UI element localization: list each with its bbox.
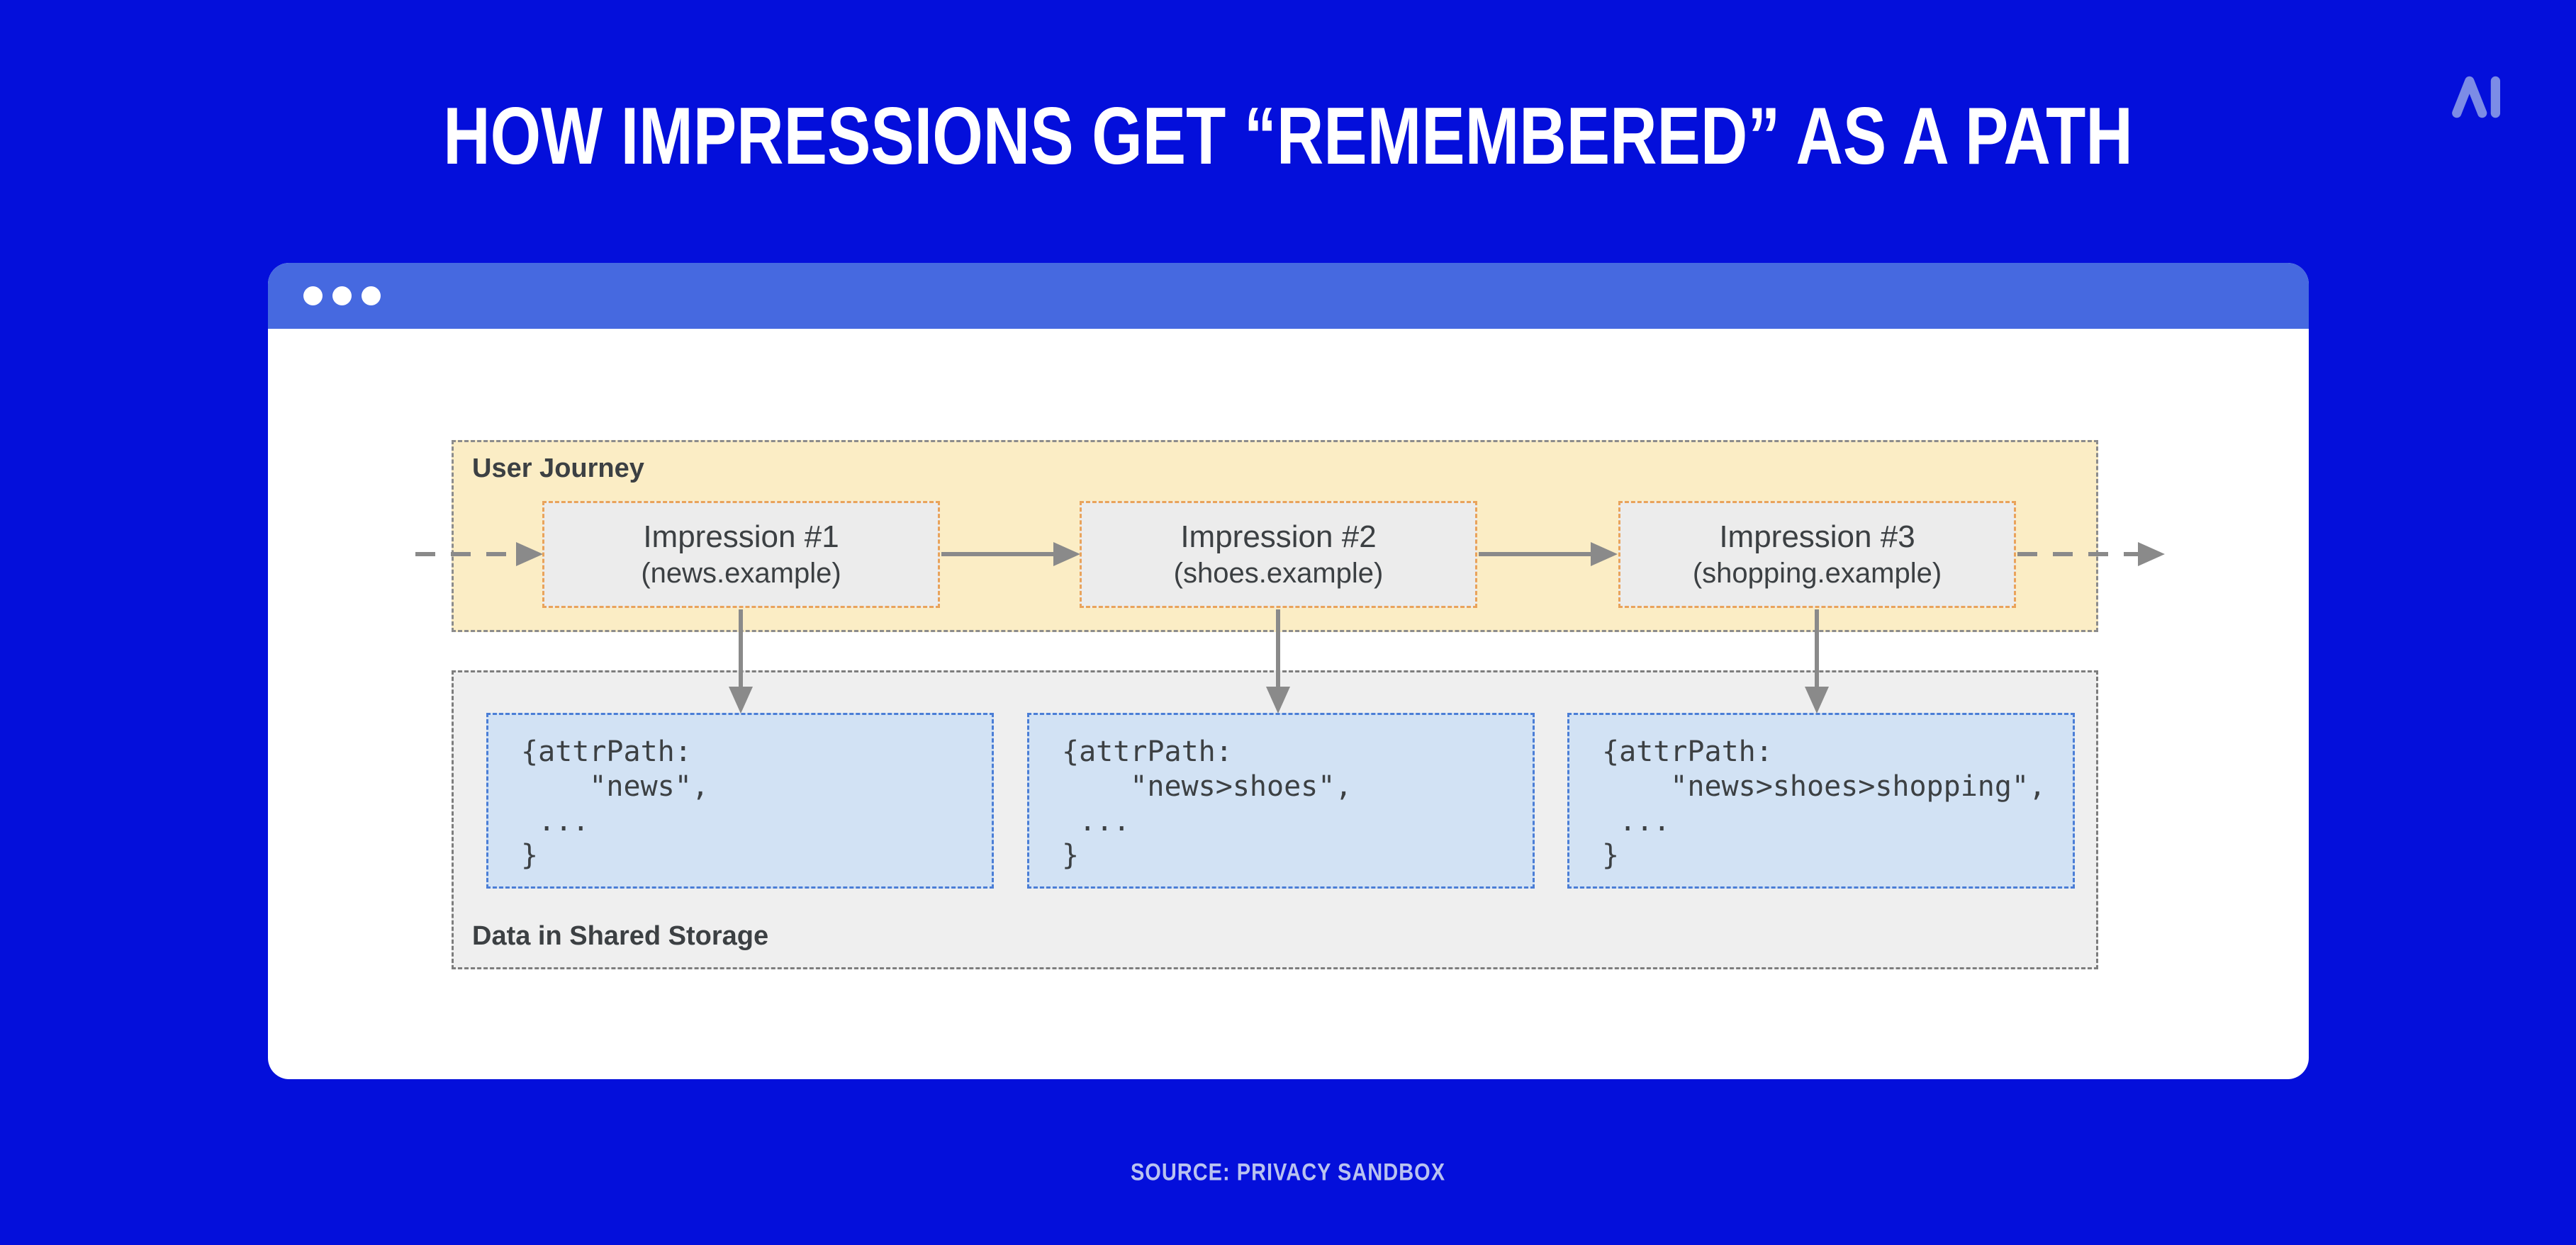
user-journey-label: User Journey xyxy=(472,454,644,483)
browser-titlebar xyxy=(268,263,2309,329)
impression-subtitle: (shoes.example) xyxy=(1173,557,1384,589)
storage-entry-code: {attrPath: "news>shoes", ... } xyxy=(1062,736,1353,872)
shared-storage-label: Data in Shared Storage xyxy=(472,921,769,951)
page-title: HOW IMPRESSIONS GET “REMEMBERED” AS A PA… xyxy=(443,91,2133,181)
footer-row: SOURCE: PRIVACY SANDBOX xyxy=(0,1159,2576,1186)
impression-card-3: Impression #3 (shopping.example) xyxy=(1618,501,2016,608)
storage-entry-card-1: {attrPath: "news", ... } xyxy=(486,713,994,889)
storage-entry-code: {attrPath: "news", ... } xyxy=(521,736,709,872)
impression-subtitle: (shopping.example) xyxy=(1692,557,1942,589)
storage-entry-code: {attrPath: "news>shoes>shopping", ... } xyxy=(1602,736,2046,872)
browser-window: User Journey Impression #1 (news.example… xyxy=(268,263,2309,1079)
window-dot-icon xyxy=(362,286,381,305)
ai-logo-icon xyxy=(2452,76,2501,118)
impression-card-2: Impression #2 (shoes.example) xyxy=(1080,501,1477,608)
impression-subtitle: (news.example) xyxy=(641,557,841,589)
impression-title: Impression #1 xyxy=(643,519,839,555)
storage-entry-card-2: {attrPath: "news>shoes", ... } xyxy=(1027,713,1535,889)
window-dot-icon xyxy=(303,286,323,305)
page-title-row: HOW IMPRESSIONS GET “REMEMBERED” AS A PA… xyxy=(0,91,2576,181)
impression-title: Impression #3 xyxy=(1719,519,1915,555)
source-caption: SOURCE: PRIVACY SANDBOX xyxy=(1130,1159,1446,1186)
storage-entry-card-3: {attrPath: "news>shoes>shopping", ... } xyxy=(1567,713,2075,889)
window-control-dots-icon xyxy=(268,286,381,305)
window-dot-icon xyxy=(332,286,352,305)
impression-title: Impression #2 xyxy=(1180,519,1377,555)
impression-card-1: Impression #1 (news.example) xyxy=(542,501,940,608)
